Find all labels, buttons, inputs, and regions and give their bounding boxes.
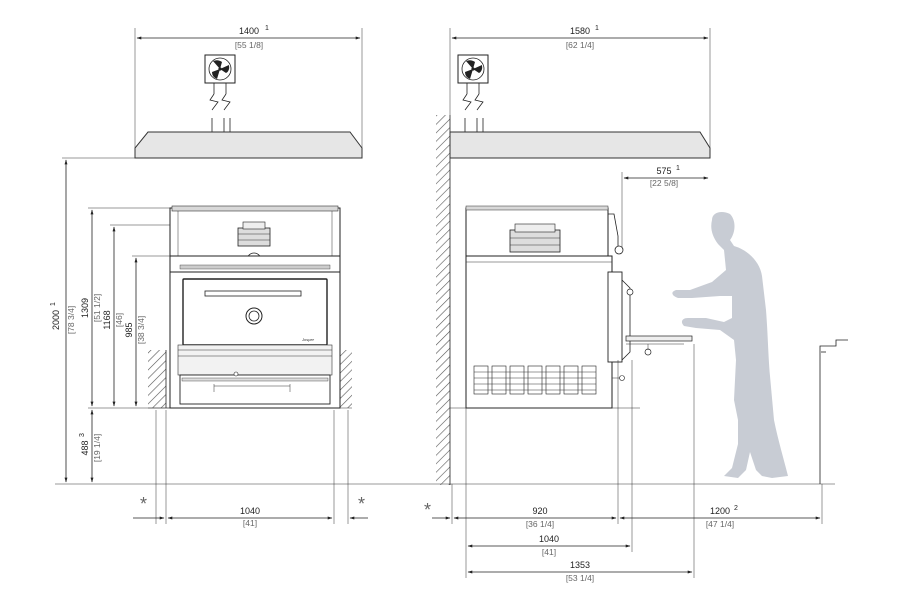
overhang-note: 1	[676, 165, 680, 172]
clearance-1200-mm: 1200	[710, 506, 730, 516]
depth-920-mm: 920	[532, 506, 547, 516]
extraction-hood-side	[449, 131, 711, 159]
front-base-width-mm: 1040	[240, 506, 260, 516]
front-height-total-in: [78 3/4]	[66, 306, 76, 334]
front-width-note: 1	[265, 25, 269, 32]
front-width-in: [55 1/8]	[235, 40, 263, 50]
front-view: 1400 1 [55 1/8]	[50, 25, 835, 528]
depth-920-in: [36 1/4]	[526, 519, 554, 529]
clearance-star-left: *	[140, 494, 147, 514]
front-base-width-in: [41]	[243, 518, 257, 528]
clearance-star-side: *	[424, 500, 431, 520]
depth-1353-in: [53 1/4]	[566, 573, 594, 583]
clearance-star-right: *	[358, 494, 365, 514]
front-height-base-mm: 488	[80, 440, 90, 455]
front-width-mm: 1400	[239, 26, 259, 36]
depth-1353-mm: 1353	[570, 560, 590, 570]
hood-overhang-dimension: 575 1 [22 5/8]	[621, 165, 709, 250]
ventilation-slots	[473, 365, 597, 395]
front-height-unit-mm: 1309	[80, 298, 90, 318]
side-width-note: 1	[595, 25, 599, 32]
clearance-1200-in: [47 1/4]	[706, 519, 734, 529]
front-height-base-in: [19 1/4]	[92, 434, 102, 462]
brand-label: Josper	[301, 337, 315, 342]
side-width-mm: 1580	[570, 26, 590, 36]
front-height-985-mm: 985	[124, 322, 134, 337]
front-height-total-mm: 2000	[51, 310, 61, 330]
charcoal-oven-side	[465, 205, 693, 409]
extractor-fan-icon	[204, 54, 236, 84]
overhang-in: [22 5/8]	[650, 178, 678, 188]
back-wall-hatch	[436, 115, 450, 485]
side-view: 1580 1 [62 1/4] 575	[424, 25, 848, 583]
front-height-total-note: 1	[50, 302, 57, 306]
left-wall-hatch	[148, 350, 166, 408]
depth-1040-mm: 1040	[539, 534, 559, 544]
overhang-mm: 575	[656, 166, 671, 176]
charcoal-oven-front: Josper	[169, 205, 341, 409]
front-height-unit-in: [51 1/2]	[92, 294, 102, 322]
exhaust-duct	[209, 83, 231, 132]
front-height-985-in: [38 3/4]	[136, 316, 146, 344]
front-height-dimensions: 2000 1 [78 3/4] 1309 [51 1/2] 1168 [46]	[50, 157, 835, 485]
depth-1040-in: [41]	[542, 547, 556, 557]
side-width-dimension: 1580 1 [62 1/4]	[449, 25, 711, 158]
operator-silhouette	[672, 212, 788, 478]
front-height-base-note: 3	[79, 433, 86, 437]
front-width-dimension: 1400 1 [55 1/8]	[134, 25, 363, 148]
front-height-1168-in: [46]	[114, 313, 124, 327]
side-depth-dimensions: * 920 [36 1/4] 1200 2 [47 1/4] 1040 [41]…	[424, 344, 823, 583]
extraction-hood	[134, 131, 363, 159]
front-base-width-dimension: 1040 [41] * *	[133, 410, 368, 528]
front-height-1168-mm: 1168	[102, 310, 112, 329]
extractor-fan-icon-side	[457, 54, 489, 84]
counter-outline	[819, 339, 848, 484]
exhaust-duct-side	[462, 83, 484, 132]
clearance-1200-note: 2	[734, 505, 738, 512]
side-width-in: [62 1/4]	[566, 40, 594, 50]
